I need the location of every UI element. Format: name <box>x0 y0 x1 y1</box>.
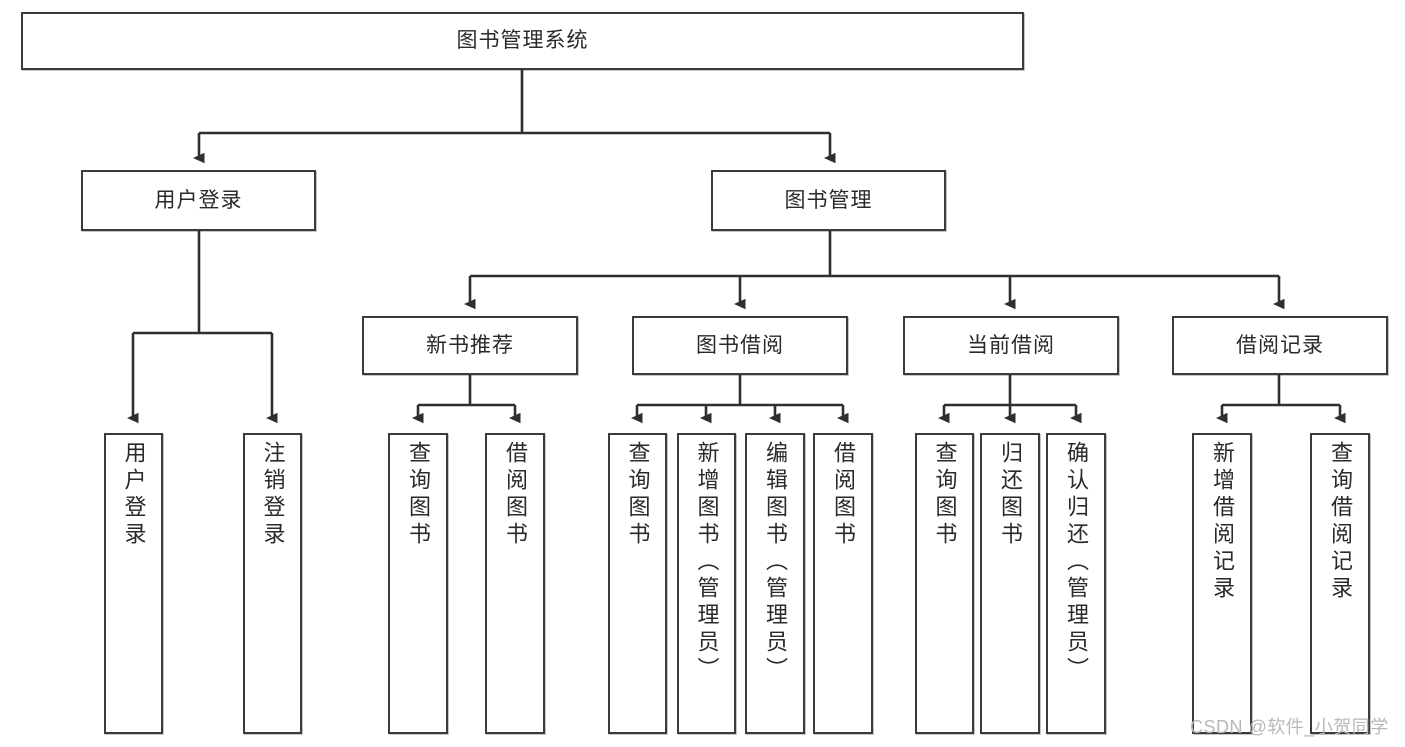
node-new-book-rec-label: 新书推荐 <box>426 333 514 357</box>
node-leaf-user-logout-label: 注销登录 <box>260 441 286 549</box>
node-leaf-confirm-return[interactable]: 确认归还（管理员） <box>1046 433 1106 734</box>
node-user-login-label: 用户登录 <box>154 188 243 212</box>
node-current-borrow-label: 当前借阅 <box>967 333 1055 357</box>
node-root-label: 图书管理系统 <box>456 29 589 53</box>
node-borrow-record[interactable]: 借阅记录 <box>1172 316 1388 375</box>
node-leaf-add-book-label: 新增图书（管理员） <box>694 441 720 684</box>
node-leaf-borrow-book-2[interactable]: 借阅图书 <box>813 433 873 734</box>
node-leaf-confirm-return-label: 确认归还（管理员） <box>1064 441 1089 684</box>
node-leaf-user-login[interactable]: 用户登录 <box>104 433 163 734</box>
node-book-borrow[interactable]: 图书借阅 <box>632 316 848 375</box>
node-leaf-add-book[interactable]: 新增图书（管理员） <box>677 433 736 734</box>
node-leaf-edit-book-label: 编辑图书（管理员） <box>763 441 788 684</box>
node-book-manage[interactable]: 图书管理 <box>711 170 946 231</box>
node-leaf-borrow-book-2-label: 借阅图书 <box>831 441 856 549</box>
node-leaf-edit-book[interactable]: 编辑图书（管理员） <box>745 433 805 734</box>
node-leaf-query-book-3[interactable]: 查询图书 <box>915 433 974 734</box>
node-leaf-add-record-label: 新增借阅记录 <box>1210 441 1235 603</box>
node-book-borrow-label: 图书借阅 <box>696 333 784 357</box>
node-leaf-return-book[interactable]: 归还图书 <box>980 433 1040 734</box>
node-leaf-query-book-3-label: 查询图书 <box>932 441 958 549</box>
node-current-borrow[interactable]: 当前借阅 <box>903 316 1119 375</box>
node-new-book-rec[interactable]: 新书推荐 <box>362 316 578 375</box>
node-leaf-borrow-book-1[interactable]: 借阅图书 <box>485 433 545 734</box>
node-leaf-query-book-1-label: 查询图书 <box>406 441 431 549</box>
node-leaf-user-logout[interactable]: 注销登录 <box>243 433 302 734</box>
node-book-manage-label: 图书管理 <box>784 188 873 212</box>
node-leaf-query-book-2[interactable]: 查询图书 <box>608 433 667 734</box>
node-leaf-query-record[interactable]: 查询借阅记录 <box>1310 433 1370 734</box>
node-borrow-record-label: 借阅记录 <box>1236 333 1324 357</box>
node-leaf-add-record[interactable]: 新增借阅记录 <box>1192 433 1252 734</box>
node-root[interactable]: 图书管理系统 <box>21 12 1024 70</box>
node-leaf-borrow-book-1-label: 借阅图书 <box>503 441 528 549</box>
node-leaf-query-book-1[interactable]: 查询图书 <box>388 433 448 734</box>
node-leaf-user-login-label: 用户登录 <box>121 441 147 549</box>
node-leaf-return-book-label: 归还图书 <box>998 441 1023 549</box>
node-leaf-query-book-2-label: 查询图书 <box>625 441 651 549</box>
node-user-login[interactable]: 用户登录 <box>81 170 316 231</box>
node-leaf-query-record-label: 查询借阅记录 <box>1328 441 1353 603</box>
